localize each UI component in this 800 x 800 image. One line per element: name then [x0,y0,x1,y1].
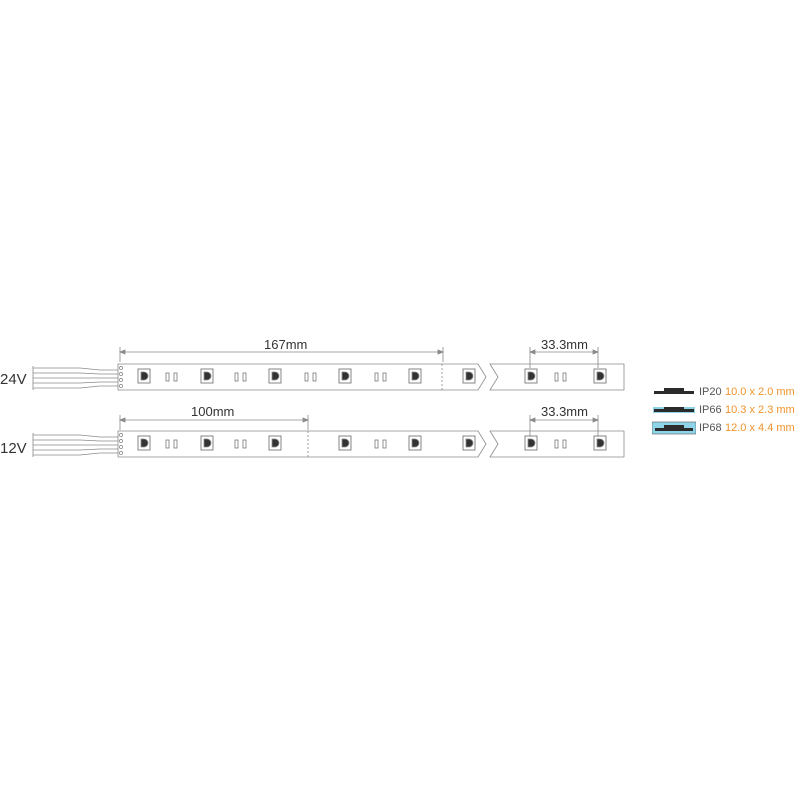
strip-24v-led-2 [268,368,282,384]
strip-12v-led-1 [200,435,214,451]
strip-24v-resistor-2-0 [304,372,309,382]
strip-12v-dimension-pitch [528,415,600,436]
strip-24v-resistor-3-1 [382,372,387,382]
strip-12v-leds [119,433,607,455]
strip-24v-resistor-1-1 [242,372,247,382]
strip-24v-resistor-0-0 [165,372,170,382]
strip-24v-wires [32,366,118,390]
strip-24v-led-0 [137,368,151,384]
legend-ip20-dims: 10.0 x 2.0 mm [725,386,795,398]
strip-24v-pad-0 [119,366,123,370]
strip-12v-resistor-0-1 [173,439,178,449]
strip-24v-resistor-4-1 [562,372,567,382]
strip-12v-resistor-1-1 [242,439,247,449]
strip-12v-led-7 [593,435,607,451]
strip-24v-resistor-2-1 [312,372,317,382]
strip-24v-resistor-0-1 [173,372,178,382]
strip-12v-body-left [117,430,487,458]
strip-24v-voltage: 24V [0,371,27,388]
strip-24v-leds [119,366,607,388]
ip20-profile-icon [652,385,696,399]
strip-12v-led-6 [524,435,538,451]
strip-12v-led-0 [137,435,151,451]
legend-ip68-dims: 12.0 x 4.4 mm [725,422,795,434]
strip-24v-resistor-1-0 [234,372,239,382]
strip-12v-pad-0 [119,433,123,437]
strip-24v-dimension-segment [118,347,445,362]
strip-12v-voltage: 12V [0,440,27,457]
strip-24v-segment-label: 167mm [264,337,307,352]
strip-12v-resistor-3-1 [562,439,567,449]
strip-24v-led-7 [593,368,607,384]
strip-12v-pad-3 [119,451,123,455]
strip-12v-led-4 [408,435,422,451]
strip-24v-led-3 [338,368,352,384]
strip-24v-resistor-3-0 [374,372,379,382]
ip66-profile-icon [652,403,696,417]
legend-ip20-rating: IP20 [699,386,722,398]
strip-12v-resistor-1-0 [234,439,239,449]
legend-ip66-rating: IP66 [699,404,722,416]
strip-12v-resistor-2-0 [374,439,379,449]
strip-24v-pad-1 [119,372,123,376]
strip-24v-led-6 [524,368,538,384]
strip-12v-led-5 [462,435,476,451]
ip68-profile-icon [651,421,697,435]
strip-12v-resistor-2-1 [382,439,387,449]
strip-12v-wires [32,433,118,457]
strip-24v-pad-3 [119,384,123,388]
strip-24v-dimension-pitch [528,347,600,368]
strip-12v-segment-label: 100mm [191,404,234,419]
strip-12v-led-3 [338,435,352,451]
strip-24v-led-5 [462,368,476,384]
legend-row-ip66: IP66 10.3 x 2.3 mm [652,401,800,419]
strip-24v-led-1 [200,368,214,384]
strip-24v-resistor-4-0 [554,372,559,382]
strip-24v-led-4 [408,368,422,384]
strip-12v-pad-2 [119,445,123,449]
legend-row-ip20: IP20 10.0 x 2.0 mm [652,383,800,401]
legend-row-ip68: IP68 12.0 x 4.4 mm [651,419,800,437]
strip-12v-dimension-segment [118,415,310,430]
strip-12v-pitch-label: 33.3mm [541,404,588,419]
strip-12v-resistor-0-0 [165,439,170,449]
strip-12v-pad-1 [119,439,123,443]
legend-ip68-rating: IP68 [699,422,722,434]
strip-12v-led-2 [268,435,282,451]
strip-12v [32,415,625,458]
strip-24v-pad-2 [119,378,123,382]
strip-12v-resistor-3-0 [554,439,559,449]
strip-24v-body-left [117,363,487,391]
ip-legend: IP20 10.0 x 2.0 mm IP66 10.3 x 2.3 mm IP… [651,383,800,437]
legend-ip66-dims: 10.3 x 2.3 mm [725,404,795,416]
strip-24v-pitch-label: 33.3mm [541,337,588,352]
strip-24v [32,347,625,391]
